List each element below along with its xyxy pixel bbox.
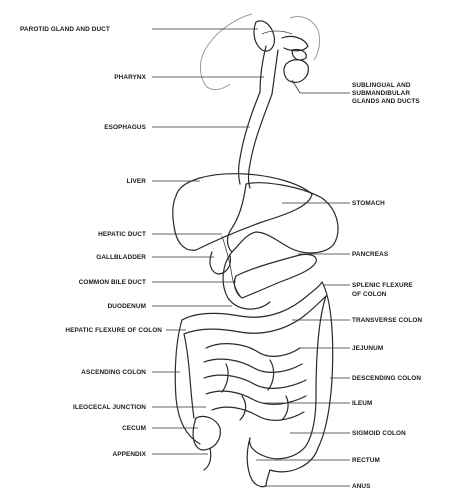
label-hepatic-duct: HEPATIC DUCT — [98, 231, 146, 238]
pharynx — [260, 46, 278, 94]
label-gallbladder: GALLBLADDER — [96, 254, 146, 261]
label-ascending-colon: ASCENDING COLON — [81, 369, 146, 376]
anatomy-drawing — [173, 14, 338, 487]
appendix — [204, 448, 211, 470]
parotid-gland — [254, 21, 274, 51]
label-parotid: PAROTID GLAND AND DUCT — [20, 26, 110, 33]
label-esophagus: ESOPHAGUS — [104, 124, 146, 131]
label-cecum: CECUM — [122, 425, 146, 432]
label-sublingual-line1: SUBLINGUAL AND — [352, 82, 411, 89]
label-hepatic-flexure: HEPATIC FLEXURE OF COLON — [65, 327, 162, 334]
leader-lines — [152, 29, 350, 486]
parotid-duct — [262, 31, 292, 34]
label-ileum: ILEUM — [352, 400, 372, 407]
label-rectum: RECTUM — [352, 457, 380, 464]
label-appendix: APPENDIX — [113, 451, 147, 458]
transverse-colon — [182, 282, 322, 320]
label-jejunum: JEJUNUM — [352, 345, 383, 352]
descending-colon — [306, 282, 333, 448]
label-anus: ANUS — [352, 483, 371, 490]
label-sublingual-line2: SUBMANDIBULAR — [352, 90, 410, 97]
stomach — [228, 183, 339, 253]
label-pancreas: PANCREAS — [352, 251, 389, 258]
label-splenic-flexure-line1: SPLENIC FLEXURE — [352, 282, 413, 289]
pancreas — [234, 254, 316, 298]
label-common-bile-duct: COMMON BILE DUCT — [79, 279, 146, 286]
label-stomach: STOMACH — [352, 200, 385, 207]
anus — [252, 480, 266, 487]
label-liver: LIVER — [127, 178, 147, 185]
submandibular-gland — [284, 60, 308, 83]
label-splenic-flexure-line2: OF COLON — [352, 291, 387, 298]
label-duodenum: DUODENUM — [108, 303, 146, 310]
label-transverse-colon: TRANSVERSE COLON — [352, 317, 422, 324]
label-descending-colon: DESCENDING COLON — [352, 375, 421, 382]
gallbladder — [210, 252, 230, 274]
tongue — [282, 36, 308, 50]
label-pharynx: PHARYNX — [114, 74, 146, 81]
head-outline — [200, 14, 252, 90]
label-sublingual-line3: GLANDS AND DUCTS — [352, 98, 420, 105]
cecum — [193, 416, 220, 450]
label-ileocecal-junction: ILEOCECAL JUNCTION — [73, 404, 146, 411]
labels: PAROTID GLAND AND DUCT PHARYNX SUBLINGUA… — [20, 26, 422, 490]
label-sigmoid-colon: SIGMOID COLON — [352, 430, 406, 437]
small-intestine — [204, 344, 306, 421]
liver — [173, 174, 312, 251]
chin-outline — [290, 17, 320, 61]
ascending-colon — [175, 320, 200, 444]
